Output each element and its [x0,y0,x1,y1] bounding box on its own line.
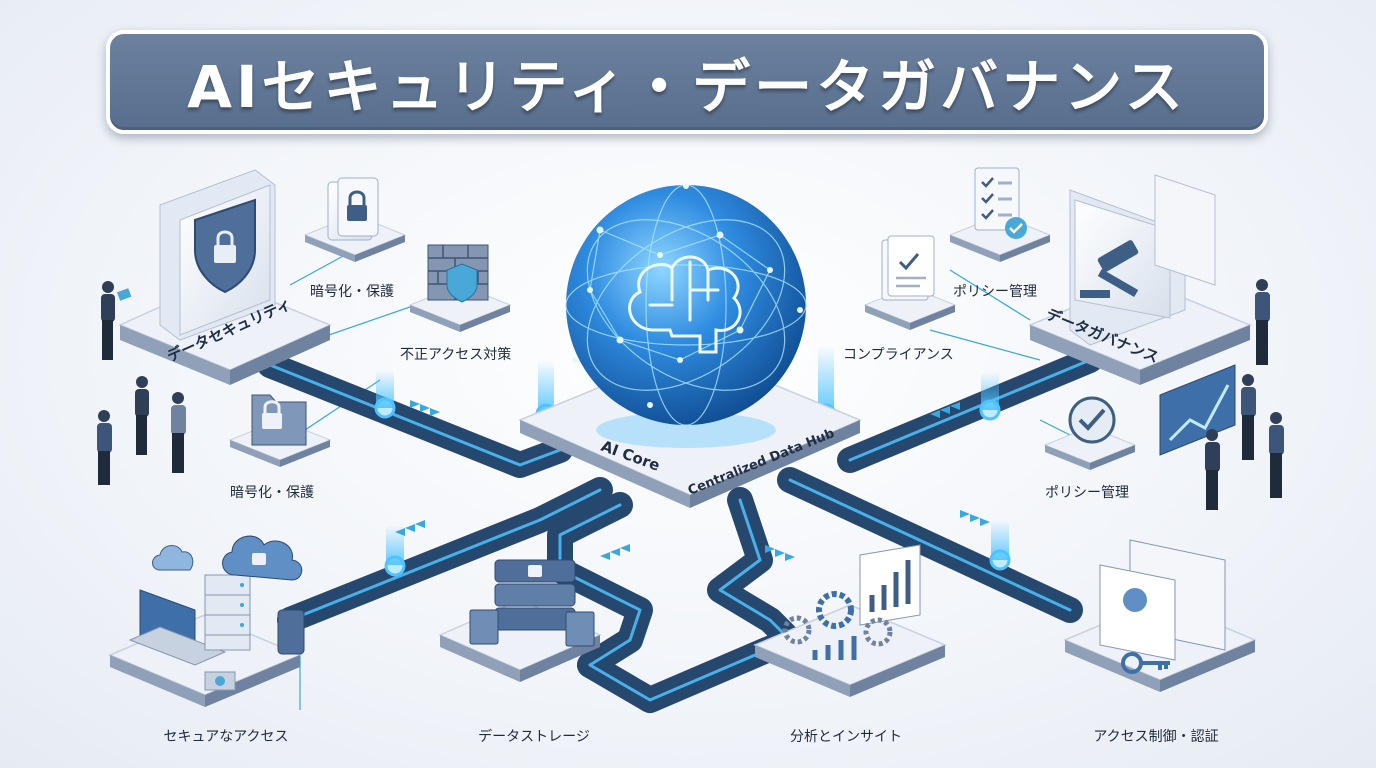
gear-icon [204,671,236,691]
laptop-icon [128,589,227,666]
label-analytics: 分析とインサイト [790,729,902,745]
label-encryption-mid: 暗号化・保護 [230,485,314,501]
folder-icon [469,609,595,647]
secure-access-platform [108,535,305,707]
people-group-left [97,281,186,485]
data-security-platform [118,169,332,385]
unauthorized-access-pedestal [408,244,512,332]
server-icon [204,574,251,651]
brain-icon [628,255,742,354]
policy-top-pedestal [948,167,1052,262]
compliance-pedestal [863,235,957,330]
data-pipes [257,347,1103,713]
encryption-top-pedestal [303,177,407,262]
mini-chart-icon [812,636,857,660]
label-encryption-top: 暗号化・保護 [310,284,394,300]
bar-chart-icon [859,544,921,626]
label-policy-mid: ポリシー管理 [1045,485,1129,501]
data-governance-platform [1028,174,1252,385]
lock-icon [347,190,367,221]
label-data-storage: データストレージ [478,729,590,745]
data-storage-platform [438,559,602,682]
phone-icon [277,609,305,655]
cloud-icon [152,545,194,571]
encryption-mid-pedestal [228,394,332,467]
database-lock-icon [494,559,576,631]
checklist-icon [974,167,1027,239]
cloud-lock-icon [222,535,303,581]
access-control-platform [1063,539,1257,692]
page-title: AIセキュリティ・データガバナンス [187,53,1187,121]
document-check-icon [881,235,935,301]
people-group-right [1159,279,1284,510]
flow-arrows [395,400,990,561]
firewall-icon [427,244,489,303]
gavel-icon [1080,240,1139,298]
checkmark-badge-icon [1068,396,1116,444]
label-access-control: アクセス制御・認証 [1093,729,1219,745]
trend-chart-screen-icon [1159,364,1236,456]
analytics-platform [753,544,947,697]
profile-window-icon [1099,539,1226,661]
key-icon [1121,652,1170,674]
policy-mid-pedestal [1043,396,1137,470]
label-policy-top: ポリシー管理 [953,284,1037,300]
ai-globe [565,183,807,448]
shield-lock-icon [194,198,256,294]
label-compliance: コンプライアンス [843,347,954,363]
label-secure-access: セキュアなアクセス [163,729,289,745]
folder-lock-icon [251,394,307,446]
label-unauthorized-access: 不正アクセス対策 [400,347,512,363]
title-banner: AIセキュリティ・データガバナンス [106,30,1268,134]
gears-icon [782,591,893,647]
